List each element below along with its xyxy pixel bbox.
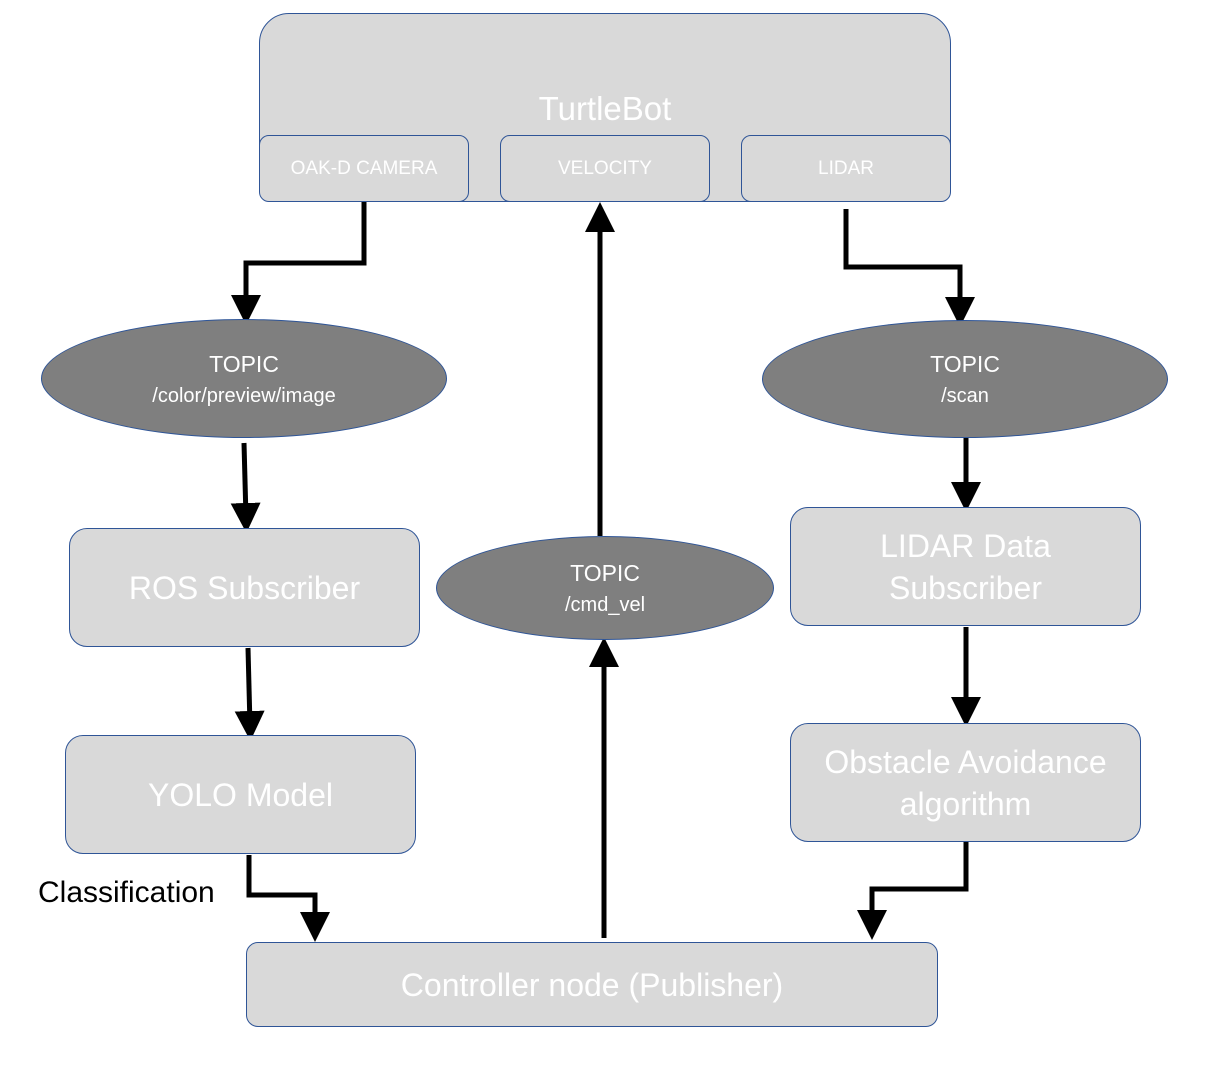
lidar-subscriber-label-line2: Subscriber	[889, 569, 1042, 606]
obstacle-avoidance-node: Obstacle Avoidance algorithm	[790, 723, 1141, 842]
module-oak-d-camera: OAK-D CAMERA	[259, 135, 469, 202]
ros-subscriber-label: ROS Subscriber	[128, 569, 361, 606]
arrow-yolo-to-controller	[246, 855, 330, 942]
lidar-data-subscriber-node: LIDAR Data Subscriber	[790, 507, 1141, 626]
arrow-image-topic-to-ros-subscriber	[230, 442, 261, 533]
module-lidar-label: LIDAR	[818, 157, 874, 179]
topic-cmd-vel-label: TOPIC	[570, 560, 640, 586]
arrow-lidar-to-scan-topic	[843, 209, 975, 327]
topic-color-preview-image: TOPIC /color/preview/image	[41, 319, 447, 438]
turtlebot-title: TurtleBot	[538, 90, 672, 127]
topic-scan-label: TOPIC	[930, 351, 1000, 377]
module-velocity: VELOCITY	[500, 135, 710, 202]
obstacle-label-line2: algorithm	[899, 785, 1032, 822]
ros-subscriber-node: ROS Subscriber	[69, 528, 420, 647]
yolo-model-label: YOLO Model	[148, 776, 333, 813]
topic-cmd-vel: TOPIC /cmd_vel	[436, 536, 774, 640]
lidar-subscriber-label-line1: LIDAR Data	[880, 527, 1051, 564]
module-velocity-label: VELOCITY	[558, 157, 652, 179]
topic-image-name: /color/preview/image	[152, 384, 336, 407]
classification-label: Classification	[38, 876, 215, 909]
arrow-camera-to-image-topic	[231, 202, 367, 325]
arrow-ros-subscriber-to-yolo	[234, 647, 265, 741]
module-oak-d-camera-label: OAK-D CAMERA	[290, 157, 438, 179]
controller-node: Controller node (Publisher)	[246, 942, 938, 1027]
obstacle-label-line1: Obstacle Avoidance	[824, 743, 1107, 780]
module-lidar: LIDAR	[741, 135, 951, 202]
topic-scan: TOPIC /scan	[762, 320, 1168, 438]
yolo-model-node: YOLO Model	[65, 735, 416, 854]
topic-cmd-vel-name: /cmd_vel	[564, 594, 646, 616]
topic-scan-name: /scan	[941, 385, 989, 407]
arrow-obstacle-to-controller	[857, 842, 969, 940]
controller-label: Controller node (Publisher)	[400, 966, 784, 1003]
topic-image-label: TOPIC	[209, 350, 279, 377]
